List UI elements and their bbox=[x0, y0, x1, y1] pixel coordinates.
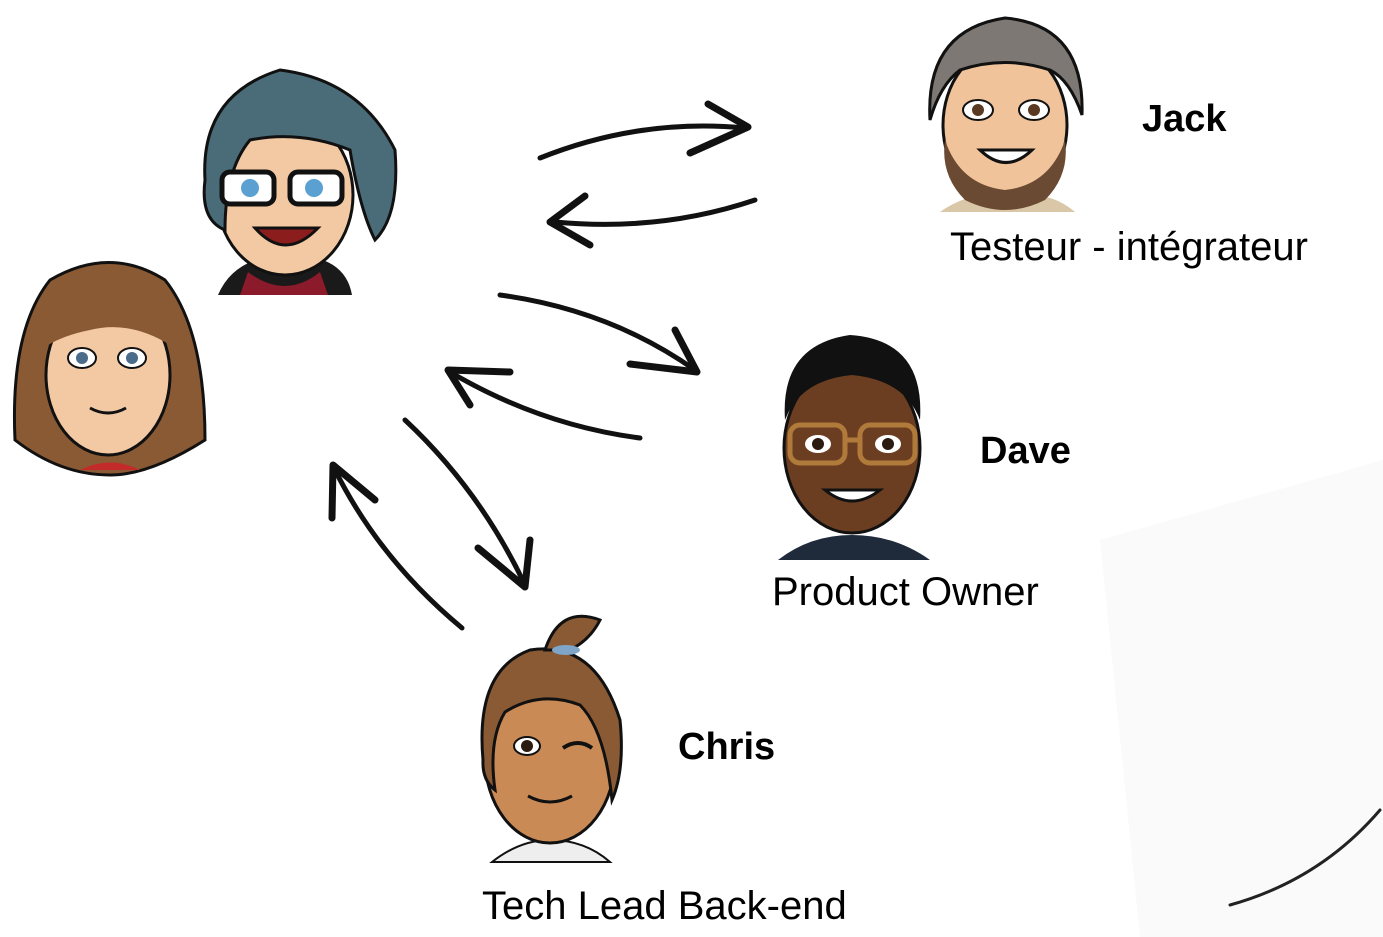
jack-name-label: Jack bbox=[1142, 98, 1227, 140]
jack-role-label: Testeur - intégrateur bbox=[950, 225, 1308, 269]
avatar-man-grey-hair-beard-icon bbox=[928, 16, 1084, 212]
chris-name-label: Chris bbox=[678, 726, 776, 768]
dave-role-label: Product Owner bbox=[772, 570, 1039, 614]
avatar-woman-ponytail-wink-icon bbox=[480, 614, 623, 863]
arrow-to-chris bbox=[402, 417, 534, 591]
sketch-stroke bbox=[1228, 808, 1382, 907]
avatar-woman-blue-hair-glasses-icon bbox=[202, 68, 398, 295]
arrow-from-dave bbox=[444, 366, 643, 441]
arrow-to-jack bbox=[537, 100, 752, 161]
arrow-from-chris bbox=[328, 461, 465, 631]
arrow-to-dave bbox=[497, 292, 701, 376]
dave-name-label: Dave bbox=[980, 430, 1071, 472]
chris-role-label: Tech Lead Back-end bbox=[482, 884, 847, 928]
arrow-from-jack bbox=[546, 192, 758, 249]
background-sheet bbox=[1100, 460, 1383, 937]
avatar-man-glasses-icon bbox=[778, 335, 930, 560]
avatar-woman-brown-hair-icon bbox=[12, 261, 207, 477]
arrows bbox=[328, 100, 758, 631]
